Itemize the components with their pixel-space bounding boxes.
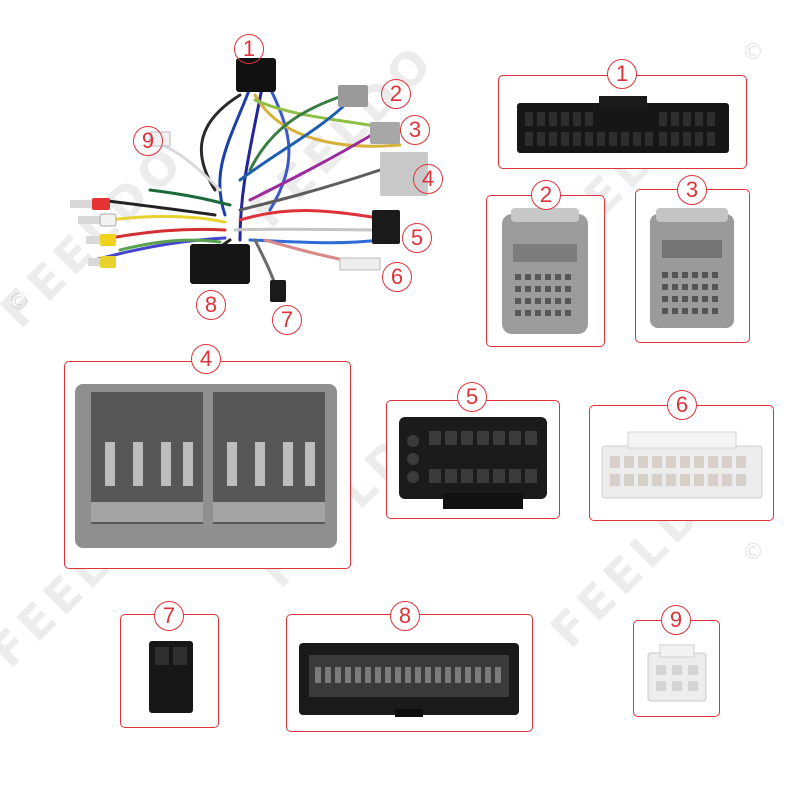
panel-label-1: 1: [607, 59, 637, 89]
panel-label-6: 6: [667, 390, 697, 420]
harness-label-4: 4: [413, 164, 443, 194]
panel-label-5: 5: [457, 382, 487, 412]
copyright-mark: ©: [742, 40, 764, 65]
connector-panel-3: [635, 189, 750, 343]
connector-panel-4: [64, 361, 351, 569]
panel-label-4: 4: [191, 344, 221, 374]
harness-label-2: 2: [381, 79, 411, 109]
connector-7-image: [149, 641, 193, 713]
connector-panel-7: [120, 614, 219, 728]
connector-panel-2: [486, 195, 605, 347]
connector-4-image: [75, 384, 337, 548]
harness-label-1: 1: [234, 34, 264, 64]
harness-label-9: 9: [133, 126, 163, 156]
connector-5-image: [399, 417, 547, 509]
panel-label-9: 9: [661, 605, 691, 635]
copyright-mark: ©: [8, 290, 30, 315]
harness-label-7: 7: [272, 305, 302, 335]
connector-panel-6: [589, 405, 774, 521]
connector-panel-9: [633, 620, 720, 717]
connector-panel-5: [386, 400, 560, 519]
harness-label-5: 5: [402, 223, 432, 253]
connector-panel-8: [286, 614, 533, 732]
harness-label-6: 6: [382, 262, 412, 292]
connector-6-image: [601, 431, 763, 499]
panel-label-3: 3: [677, 175, 707, 205]
connector-9-image: [647, 644, 707, 702]
harness-label-3: 3: [400, 115, 430, 145]
connector-3-image: [650, 208, 734, 328]
connector-8-image: [299, 643, 519, 717]
copyright-mark: ©: [742, 540, 764, 565]
connector-panel-1: [498, 75, 747, 169]
harness-label-8: 8: [196, 290, 226, 320]
panel-label-7: 7: [154, 601, 184, 631]
panel-label-2: 2: [531, 180, 561, 210]
connector-2-image: [502, 208, 588, 334]
panel-label-8: 8: [390, 601, 420, 631]
connector-1-image: [517, 96, 729, 153]
